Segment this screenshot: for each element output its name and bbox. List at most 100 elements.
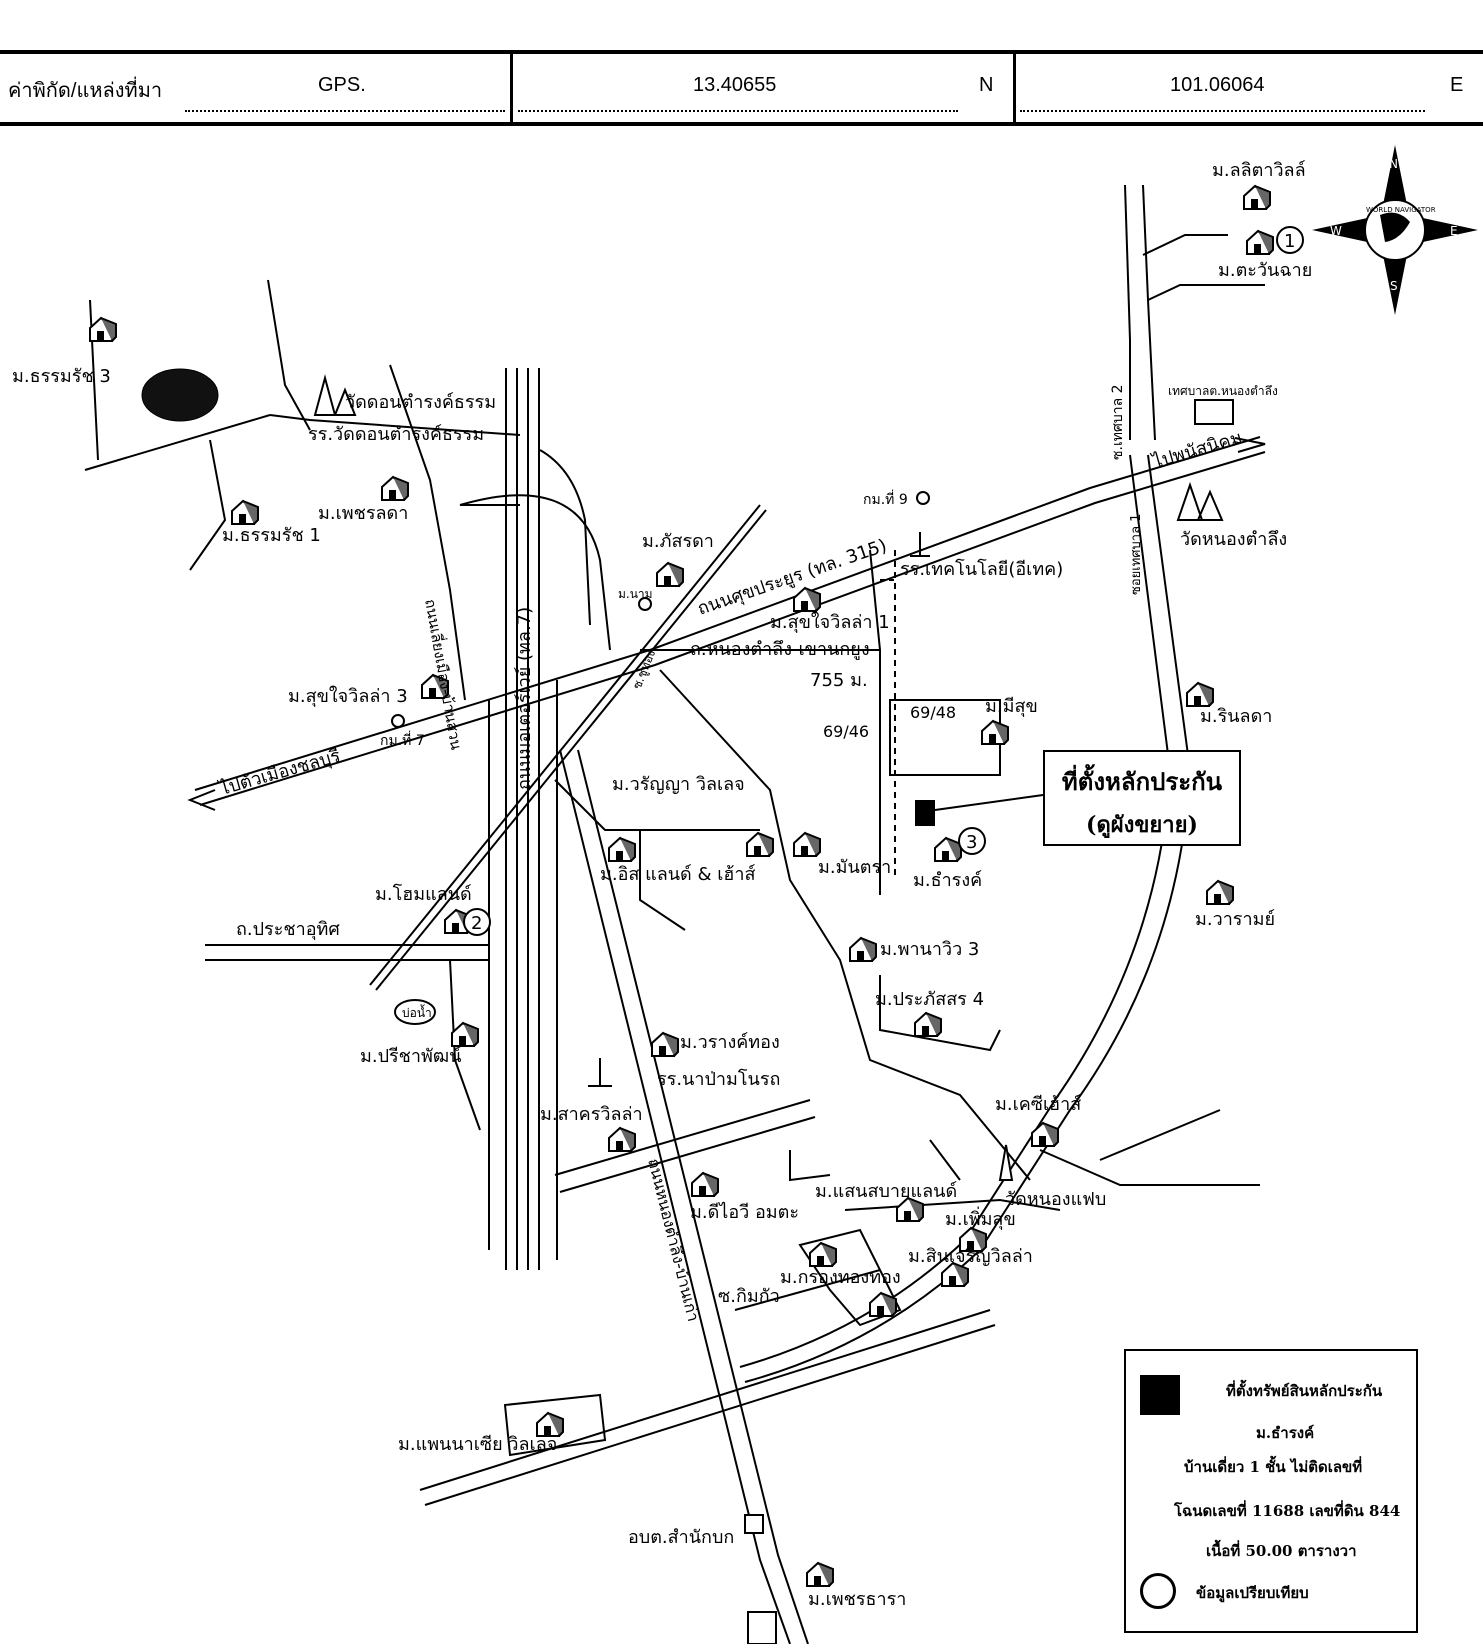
map-label: วัดหนองตำลึง xyxy=(1180,529,1287,550)
road-line xyxy=(189,439,227,571)
house-icon xyxy=(651,1032,679,1057)
road-line xyxy=(1142,234,1228,256)
map-label: ม.แพนนาเซีย วิลเลจ xyxy=(398,1434,557,1455)
compass-w-label: W xyxy=(1330,224,1342,238)
map-label: ม.สาครวิลล่า xyxy=(540,1104,643,1125)
map-label: ม.ธรรมรัช 3 xyxy=(12,366,111,387)
gps-separator xyxy=(510,54,513,122)
map-label: ม.นาม xyxy=(618,587,653,601)
legend-line: บ้านเดี่ยว 1 ชั้น ไม่ติดเลขที่ xyxy=(1184,1458,1363,1476)
legend-line: โฉนดเลขที่ 11688 เลขที่ดิน 844 xyxy=(1174,1502,1401,1520)
road-line xyxy=(389,364,466,701)
house-icon xyxy=(691,1172,719,1197)
road-line xyxy=(1124,184,1131,440)
map-label: วัดหนองแฟบ xyxy=(1005,1189,1106,1210)
map-label: เทศบาลต.หนองตำลึง xyxy=(1168,384,1278,398)
pond-icon xyxy=(394,999,436,1025)
map-label: ม.แสนสบายแลนด์ xyxy=(815,1181,957,1202)
map-label: ม.มีสุข xyxy=(985,696,1038,717)
map-label: ม.สุขใจวิลล่า 1 xyxy=(770,611,890,633)
comparison-marker-3 xyxy=(958,827,986,855)
gps-dotted-line xyxy=(1020,110,1425,112)
gps-lon-direction: E xyxy=(1450,74,1464,96)
house-icon xyxy=(934,837,962,862)
house-icon xyxy=(231,500,259,525)
map-label: ม.กรองทองทอง xyxy=(780,1267,901,1288)
house-icon xyxy=(536,1412,564,1437)
km-marker-icon xyxy=(916,491,930,505)
map-label: ม.โฮมแลนด์ xyxy=(375,883,472,905)
house-icon xyxy=(1243,185,1271,210)
house-icons xyxy=(89,185,1274,1587)
legend-line: ม.ธำรงค์ xyxy=(1256,1424,1315,1442)
map-label: รร.เทคโนโลยี(อีเทค) xyxy=(900,558,1063,580)
temple-icon xyxy=(313,374,357,416)
road-line xyxy=(789,1150,831,1182)
gps-separator xyxy=(1013,54,1016,122)
compass-e-label: E xyxy=(1450,224,1458,238)
boundary-line xyxy=(503,1393,607,1457)
road-line xyxy=(559,749,791,1644)
km-marker-icon xyxy=(391,714,405,728)
boundary-line xyxy=(889,699,1001,776)
road-line xyxy=(267,279,311,431)
map-label: ม.สินเจริญวิลล่า xyxy=(908,1246,1033,1267)
house-icon xyxy=(869,1292,897,1317)
arrow-west-icon xyxy=(187,789,216,811)
road-line xyxy=(539,449,591,626)
legend-collateral-square-icon xyxy=(1140,1375,1180,1415)
road-line xyxy=(559,1116,816,1193)
map-label: ม.วรัญญา วิลเลจ xyxy=(612,774,745,795)
house-icon xyxy=(1246,230,1274,255)
gps-longitude: 101.06064 xyxy=(1170,74,1265,96)
office-building-icon xyxy=(744,1514,764,1534)
road-line xyxy=(844,1198,1061,1211)
map-label: ม.ธำรงค์ xyxy=(913,870,982,891)
globe-text: WORLD NAVIGATOR xyxy=(1366,206,1436,214)
compass-rose: WORLD NAVIGATOR N S W E xyxy=(1312,145,1478,315)
house-icon xyxy=(608,837,636,862)
road-line xyxy=(1142,184,1156,441)
map-legend: ที่ตั้งทรัพย์สินหลักประกัน ม.ธำรงค์ บ้าน… xyxy=(1124,1349,1418,1633)
callout-subtitle: (ดูผังขยาย) xyxy=(1086,812,1198,838)
temple-icon xyxy=(1176,481,1224,521)
globe-land xyxy=(1380,212,1410,242)
compass-n-label: N xyxy=(1389,157,1398,171)
map-label: ม.รินลดา xyxy=(1200,706,1272,727)
map-label: ม.อิส แลนด์ & เฮ้าส์ xyxy=(600,864,755,885)
road-line xyxy=(419,1309,991,1491)
railway-line xyxy=(369,504,761,986)
school-flag-icon xyxy=(910,532,930,557)
road-name-label: ถ.หนองตำลึง-เขานกยูง xyxy=(690,639,870,660)
legend-line: เนื้อที่ 50.00 ตารางวา xyxy=(1206,1542,1357,1560)
legend-line: ข้อมูลเปรียบเทียบ xyxy=(1196,1584,1309,1602)
gps-lat-direction: N xyxy=(979,74,994,96)
gps-source: GPS. xyxy=(318,74,366,96)
boundary-line xyxy=(798,1228,902,1327)
road-name-label: ถ.ประชาอุทิศ xyxy=(236,919,340,940)
map-label: ม.วารามย์ xyxy=(1195,909,1275,930)
road-name-label: ซ.กิมกัว xyxy=(718,1286,780,1307)
map-label: ม.เพชรลดา xyxy=(318,503,408,524)
road-line xyxy=(459,494,611,651)
gps-dotted-line xyxy=(185,110,505,112)
house-icon xyxy=(793,587,821,612)
gps-coordinate-table: ค่าพิกัด/แหล่งที่มา GPS. 13.40655 N 101.… xyxy=(0,50,1483,126)
road-line xyxy=(929,1139,961,1181)
road-line xyxy=(659,669,1031,1181)
map-label: รร.วัดดอนตำรงค์ธรรม xyxy=(308,424,484,445)
house-icon xyxy=(849,937,877,962)
house-icon xyxy=(381,476,409,501)
road-line xyxy=(1147,284,1265,301)
road-line xyxy=(194,436,1261,791)
road-name-label: ถนนเลี่ยงเมือง-บ้านสวน xyxy=(421,597,467,751)
map-label: ม.วรางค์ทอง xyxy=(680,1032,780,1053)
school-flag-icon xyxy=(588,1058,612,1087)
house-icon xyxy=(451,1022,479,1047)
map-label: กม.ที่ 7 xyxy=(380,731,425,749)
road-network xyxy=(84,184,1266,1644)
map-label: ม.ธรรมรัช 1 xyxy=(222,525,321,546)
arrow-east-icon xyxy=(1234,437,1266,453)
map-label: วัดดอนตำรงค์ธรรม xyxy=(345,392,496,413)
office-building-icon xyxy=(1194,399,1234,425)
